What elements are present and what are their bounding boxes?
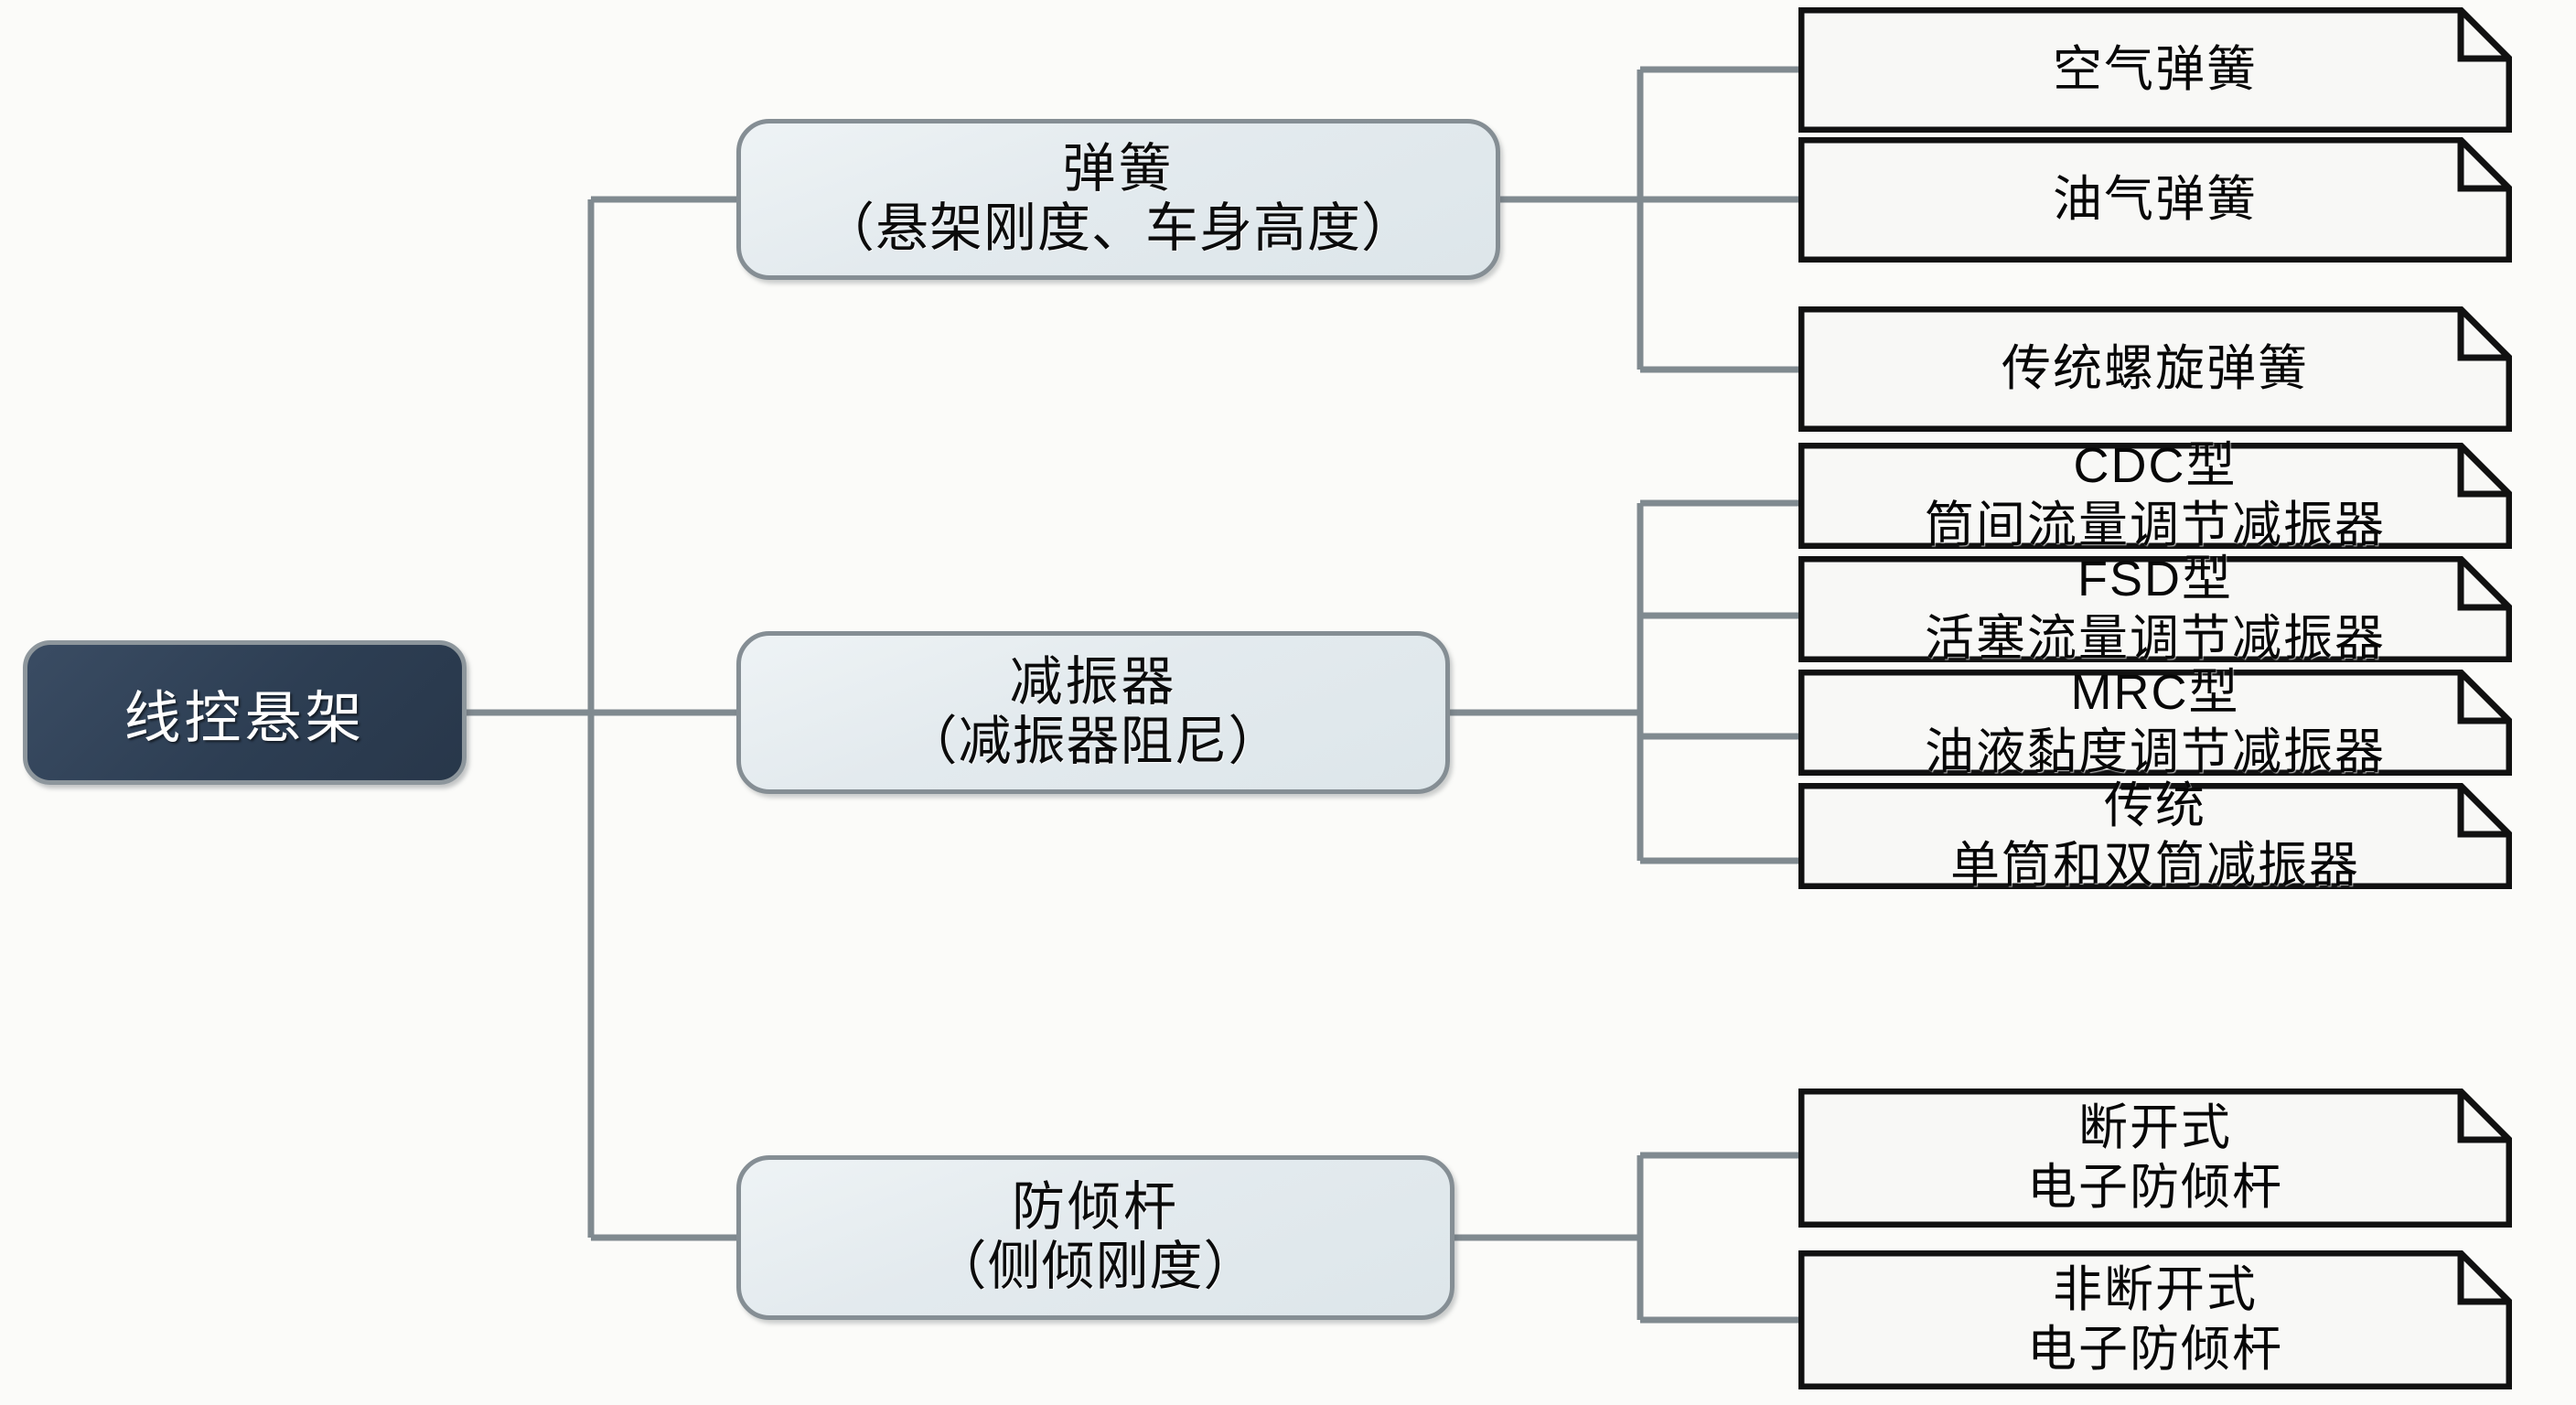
leaf-node-spring-1-label: 空气弹簧 bbox=[2053, 42, 2258, 98]
branch-node-spring-subtitle: （悬架刚度、车身高度） bbox=[821, 198, 1415, 258]
document-shape-icon bbox=[1798, 1250, 2512, 1389]
leaf-node-antiroll-1-label: 断开式 电子防倾杆 bbox=[2027, 1100, 2283, 1215]
branch-node-damper-title: 减振器 bbox=[1009, 652, 1177, 713]
branch-node-antiroll-subtitle: （侧倾刚度） bbox=[933, 1237, 1258, 1296]
leaf-node-damper-4[interactable]: 传统 单筒和双筒减振器 bbox=[1798, 778, 2512, 893]
root-node[interactable]: 线控悬架 bbox=[23, 640, 467, 785]
leaf-node-spring-3[interactable]: 传统螺旋弹簧 bbox=[1798, 306, 2512, 432]
leaf-node-antiroll-1[interactable]: 断开式 电子防倾杆 bbox=[1798, 1089, 2512, 1228]
branch-node-antiroll[interactable]: 防倾杆 （侧倾刚度） bbox=[736, 1155, 1454, 1320]
leaf-node-antiroll-2[interactable]: 非断开式 电子防倾杆 bbox=[1798, 1250, 2512, 1389]
leaf-node-spring-3-label: 传统螺旋弹簧 bbox=[2002, 341, 2309, 397]
leaf-node-damper-1-label: CDC型 筒间流量调节减振器 bbox=[1925, 438, 2386, 552]
branch-node-spring[interactable]: 弹簧 （悬架刚度、车身高度） bbox=[736, 119, 1500, 280]
branch-node-damper[interactable]: 减振器 （减振器阻尼） bbox=[736, 631, 1450, 794]
document-shape-icon bbox=[1798, 443, 2512, 549]
leaf-node-antiroll-2-label: 非断开式 电子防倾杆 bbox=[2027, 1262, 2283, 1377]
leaf-node-damper-3[interactable]: MRC型 油液黏度调节减振器 bbox=[1798, 665, 2512, 779]
leaf-node-damper-2-label: FSD型 活塞流量调节减振器 bbox=[1925, 552, 2386, 666]
document-shape-icon bbox=[1798, 7, 2512, 133]
branch-node-damper-subtitle: （减振器阻尼） bbox=[904, 712, 1283, 771]
leaf-node-spring-2[interactable]: 油气弹簧 bbox=[1798, 137, 2512, 263]
document-shape-icon bbox=[1798, 670, 2512, 776]
leaf-node-damper-2[interactable]: FSD型 活塞流量调节减振器 bbox=[1798, 552, 2512, 666]
document-shape-icon bbox=[1798, 306, 2512, 432]
leaf-node-damper-4-label: 传统 单筒和双筒减振器 bbox=[1950, 778, 2360, 893]
branch-node-antiroll-title: 防倾杆 bbox=[1011, 1177, 1179, 1238]
root-node-label: 线控悬架 bbox=[123, 687, 366, 750]
branch-node-spring-title: 弹簧 bbox=[1062, 139, 1175, 199]
leaf-node-damper-1[interactable]: CDC型 筒间流量调节减振器 bbox=[1798, 438, 2512, 552]
leaf-node-spring-2-label: 油气弹簧 bbox=[2053, 172, 2258, 228]
document-shape-icon bbox=[1798, 783, 2512, 889]
document-shape-icon bbox=[1798, 1089, 2512, 1228]
leaf-node-damper-3-label: MRC型 油液黏度调节减振器 bbox=[1925, 665, 2386, 779]
document-shape-icon bbox=[1798, 137, 2512, 263]
document-shape-icon bbox=[1798, 556, 2512, 662]
leaf-node-spring-1[interactable]: 空气弹簧 bbox=[1798, 7, 2512, 133]
